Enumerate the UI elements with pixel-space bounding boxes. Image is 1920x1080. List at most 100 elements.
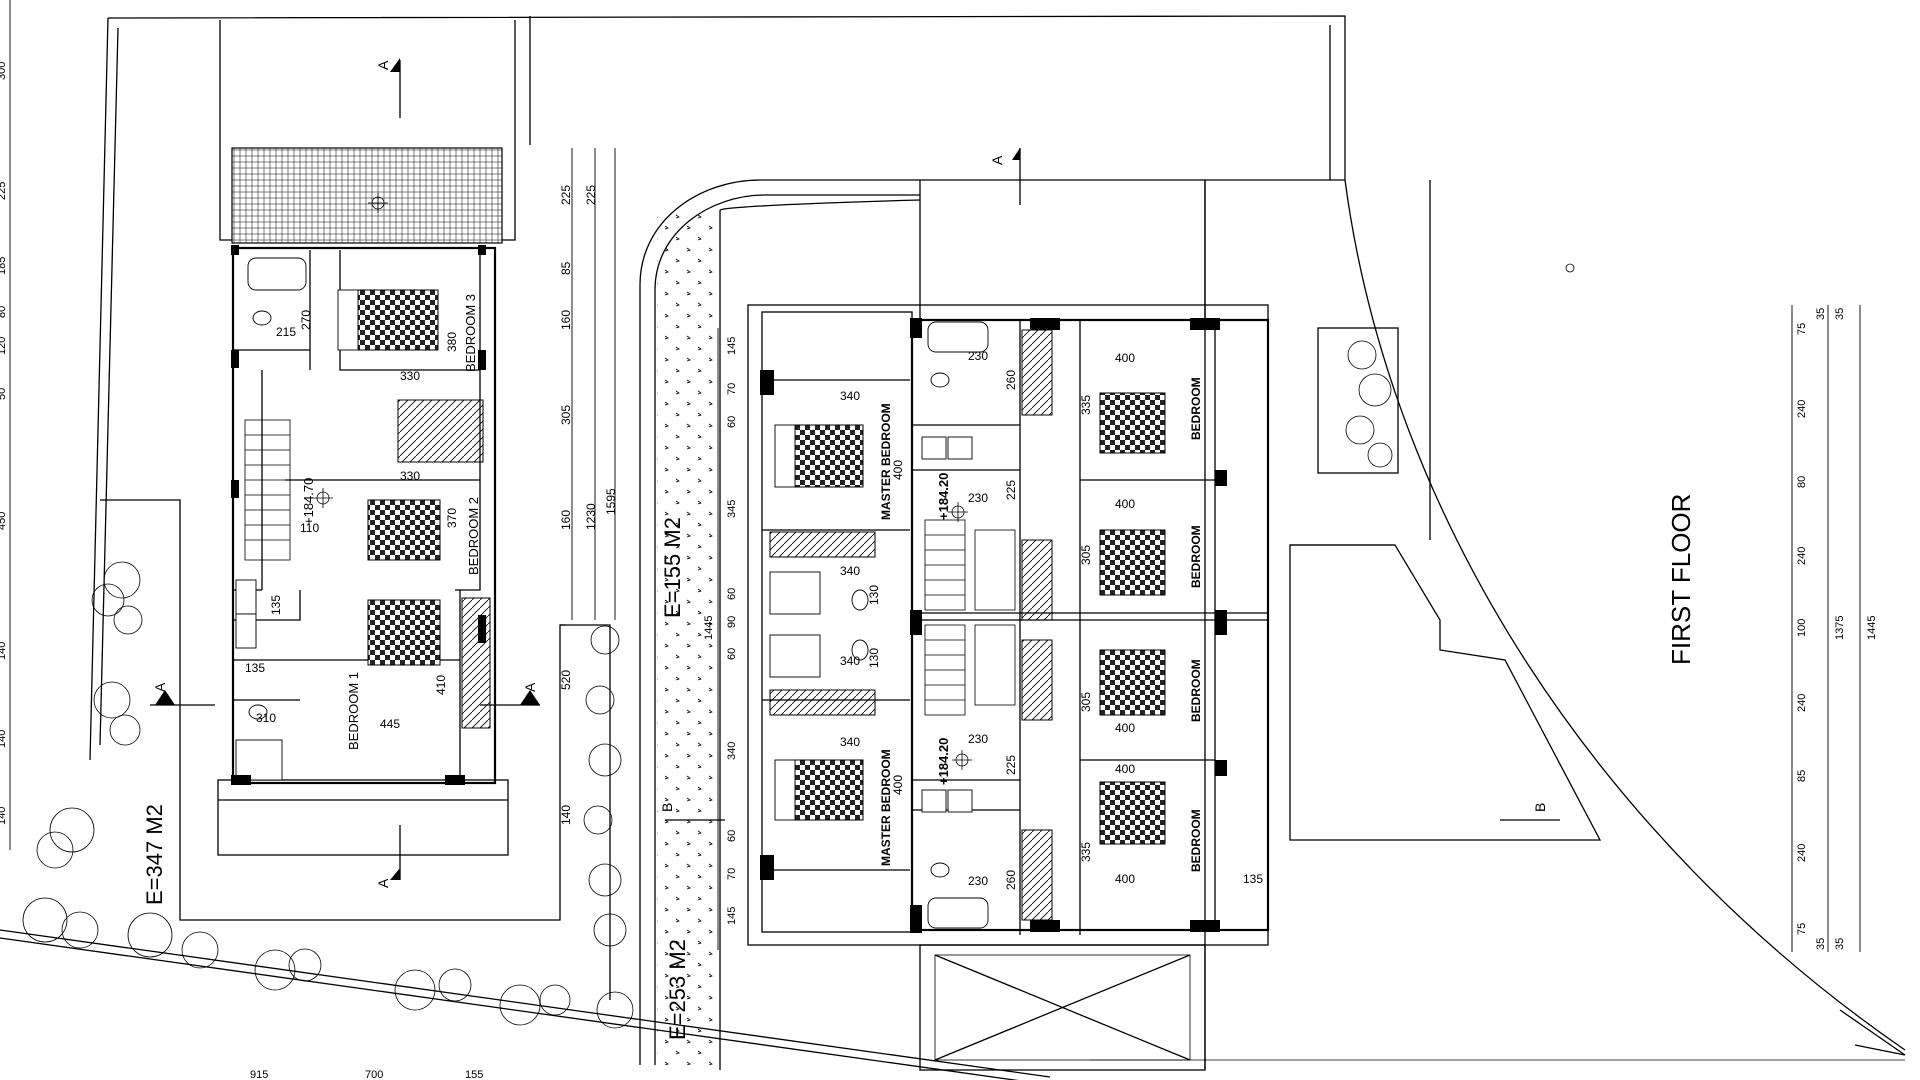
dim: 450 (0, 512, 8, 530)
middle-strip (639, 179, 1345, 1070)
room-label-bedroom: BEDROOM (1189, 377, 1203, 440)
dim: 310 (256, 711, 276, 725)
section-marker-icons (150, 58, 1560, 880)
dim: 305 (1079, 692, 1093, 712)
room-label-bedroom1: BEDROOM 1 (346, 672, 361, 750)
dim: 340 (840, 654, 860, 668)
dim: 260 (1004, 370, 1018, 390)
area-label-middle-strip: E=253 M2 (665, 939, 690, 1040)
dim: 225 (559, 185, 573, 205)
dim: 35 (1834, 308, 1846, 320)
dim: 50 (0, 388, 8, 400)
dim: 85 (1796, 770, 1808, 782)
dim: 135 (245, 661, 265, 675)
dim: 60 (726, 588, 738, 600)
section-label: A (989, 155, 1005, 165)
section-label: A (152, 682, 168, 692)
room-label-master-bedroom-top: MASTER BEDROOM (879, 403, 893, 520)
dim: 160 (559, 510, 573, 530)
dim: 60 (726, 830, 738, 842)
dim: 80 (0, 306, 8, 318)
dim: 340 (840, 735, 860, 749)
dim: 60 (726, 648, 738, 660)
dim: 400 (1115, 351, 1135, 365)
dim: 345 (726, 500, 738, 518)
dim: 145 (726, 337, 738, 355)
dim: 340 (840, 564, 860, 578)
dim: 370 (445, 508, 459, 528)
dim: 400 (891, 460, 905, 480)
dim: 160 (559, 310, 573, 330)
dim: 140 (0, 807, 8, 825)
room-label-bedroom: BEDROOM (1189, 659, 1203, 722)
level-label-twin: +184.20 (936, 473, 951, 520)
dim: 130 (867, 648, 881, 668)
dim: 915 (250, 1069, 268, 1080)
dim: 335 (1079, 395, 1093, 415)
dim: 305 (559, 405, 573, 425)
dim: 75 (1796, 323, 1808, 335)
dim: 260 (1004, 870, 1018, 890)
dim: 240 (1796, 400, 1808, 418)
dim: 100 (1796, 619, 1808, 637)
dim: 340 (726, 742, 738, 760)
dim: 230 (968, 874, 988, 888)
dim: 35 (1834, 938, 1846, 950)
dim: 130 (867, 585, 881, 605)
dim: 225 (0, 182, 8, 200)
dim: 230 (968, 349, 988, 363)
dim: 305 (1079, 545, 1093, 565)
dim: 400 (1115, 872, 1135, 886)
dim: 75 (1796, 923, 1808, 935)
dim: 140 (0, 642, 8, 660)
dim: 110 (300, 521, 319, 535)
dim: 520 (559, 670, 573, 690)
dim: 330 (400, 369, 420, 383)
dim: 35 (1815, 308, 1827, 320)
dim: 400 (1115, 497, 1135, 511)
dim: 400 (1115, 721, 1135, 735)
dim: 1445 (1866, 616, 1878, 640)
dim: 70 (726, 868, 738, 880)
dim: 145 (726, 907, 738, 925)
tree-icon (22, 340, 1393, 1029)
dim: 70 (726, 383, 738, 395)
dim: 85 (559, 261, 573, 275)
dim: 225 (1004, 480, 1018, 500)
dim: 240 (1796, 844, 1808, 862)
dim: 400 (891, 775, 905, 795)
area-label-middle-block: E=155 M2 (660, 517, 685, 618)
dim: 60 (726, 416, 738, 428)
dim: 240 (1796, 547, 1808, 565)
dim: 445 (380, 717, 400, 731)
drawing-title: FIRST FLOOR (1666, 494, 1696, 665)
dim: 340 (840, 389, 860, 403)
area-label-left-lot: E=347 M2 (142, 804, 167, 905)
room-label-master-bedroom-bottom: MASTER BEDROOM (879, 749, 893, 866)
level-marker-icons (313, 193, 972, 770)
room-label-bedroom: BEDROOM (1189, 809, 1203, 872)
dim: 300 (0, 62, 8, 80)
right-landscape (1204, 180, 1602, 1070)
dim: 135 (1243, 872, 1263, 886)
dim: 230 (968, 732, 988, 746)
room-label-bedroom2: BEDROOM 2 (466, 497, 481, 575)
dim: 90 (726, 616, 738, 628)
dim: 1445 (703, 616, 715, 640)
twin-block (747, 180, 1270, 1071)
dim: 225 (1004, 755, 1018, 775)
dimension-lines (9, 0, 1861, 952)
section-label: B (1532, 803, 1548, 812)
dim: 140 (0, 730, 8, 748)
dim: 35 (1815, 938, 1827, 950)
section-label: A (522, 682, 538, 692)
dim: 135 (269, 595, 283, 615)
dim: 80 (1796, 476, 1808, 488)
dim: 700 (365, 1069, 383, 1080)
section-label: B (659, 803, 675, 812)
left-unit (217, 147, 509, 856)
dim: 1375 (1834, 616, 1846, 640)
dim: 1230 (584, 503, 598, 530)
dim: 120 (0, 337, 8, 355)
dim: 270 (299, 310, 313, 330)
